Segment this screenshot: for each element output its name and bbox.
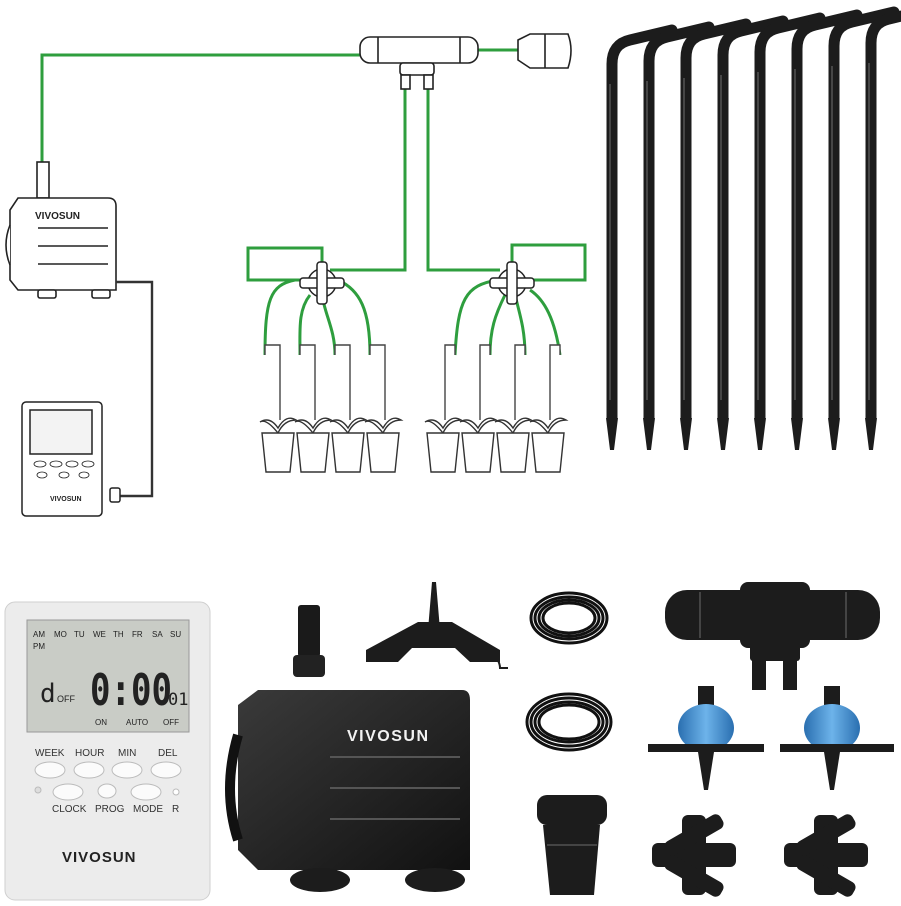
timer-buttons: [34, 761, 182, 801]
lcd-status-auto: AUTO: [126, 718, 148, 727]
digital-timer: [4, 601, 211, 901]
pump-diagram: [5, 161, 117, 299]
drip-stake: [791, 9, 863, 426]
label-week: WEEK: [35, 748, 65, 759]
label-prog: PROG: [95, 804, 125, 815]
tee-connector-diagram: [359, 36, 479, 90]
timer-lcd: AM MO TU WE TH FR SA SU PM d OFF 0:00 01…: [33, 630, 188, 727]
drip-stake: [606, 24, 678, 426]
splitter-right-diagram: [489, 261, 535, 305]
timer-diagram-buttons: [33, 460, 95, 479]
label-hour: HOUR: [75, 748, 104, 759]
blue-dripper-left: [648, 686, 764, 790]
tubing-coil-top: [529, 591, 609, 645]
lcd-pm: PM: [33, 642, 45, 651]
drip-stake: [643, 21, 715, 426]
green-tubing: [40, 48, 587, 356]
timer-diagram-logo: VIVOSUN: [50, 496, 82, 503]
label-clock: CLOCK: [52, 804, 87, 815]
drip-stake-tip: [717, 418, 729, 450]
end-plug: [537, 795, 607, 895]
drip-stake-tip: [680, 418, 692, 450]
stake-clip: [366, 582, 508, 669]
drip-stake-tip: [791, 418, 803, 450]
drip-stake: [828, 6, 900, 426]
submersible-pump: [225, 605, 470, 892]
splitter-left-diagram: [299, 261, 345, 305]
lcd-time: 0:00: [90, 665, 172, 716]
lcd-day-fr: FR: [132, 630, 143, 639]
mode-button: [130, 783, 162, 801]
lcd-status-on: ON: [95, 718, 107, 727]
timer-logo: VIVOSUN: [62, 849, 137, 866]
lcd-day-tu: TU: [74, 630, 85, 639]
reset-hole: [172, 788, 180, 796]
clock-button: [52, 783, 84, 801]
label-del: DEL: [158, 748, 178, 759]
label-mode: MODE: [133, 804, 163, 815]
drip-stake: [717, 15, 789, 426]
min-button: [111, 761, 143, 779]
drip-stake: [680, 18, 752, 426]
led-indicator: [34, 786, 42, 794]
drip-stakes-set: [606, 6, 901, 450]
tubing-coil-bottom: [525, 692, 613, 752]
lcd-day-th: TH: [113, 630, 124, 639]
lcd-day-sa: SA: [152, 630, 163, 639]
label-r: R: [172, 804, 179, 815]
pump-diagram-logo: VIVOSUN: [35, 211, 80, 222]
lcd-off-small: OFF: [57, 694, 75, 704]
pump-logo: VIVOSUN: [347, 728, 430, 745]
stakes-diagram: [264, 344, 561, 420]
tee-connector: [665, 582, 880, 690]
blue-dripper-right: [780, 686, 894, 790]
drip-stake-tip: [606, 418, 618, 450]
prog-button: [97, 783, 117, 799]
end-cap-diagram: [517, 33, 572, 69]
drip-stake: [865, 10, 901, 426]
drip-stake-tip: [643, 418, 655, 450]
lcd-day-we: WE: [93, 630, 106, 639]
splitter-black-right: [784, 814, 868, 897]
power-cable-diagram: [116, 280, 154, 498]
plant-pots-diagram: [259, 417, 569, 473]
hour-button: [73, 761, 105, 779]
lcd-mode-letter: d: [40, 679, 56, 709]
drip-stake-tip: [865, 418, 877, 450]
drip-stake-tip: [828, 418, 840, 450]
lcd-day-mo: MO: [54, 630, 67, 639]
timer-diagram: [21, 401, 121, 517]
lcd-status-off: OFF: [163, 718, 179, 727]
splitter-black-left: [652, 814, 736, 897]
drip-stake: [754, 12, 826, 426]
timer-button-labels: WEEK HOUR MIN DEL CLOCK PROG MODE R: [35, 748, 179, 815]
lcd-seconds: 01: [168, 690, 188, 710]
week-button: [34, 761, 66, 779]
lcd-day-am: AM: [33, 630, 45, 639]
del-button: [150, 761, 182, 779]
label-min: MIN: [118, 748, 136, 759]
lcd-day-su: SU: [170, 630, 181, 639]
drip-stake-tip: [754, 418, 766, 450]
